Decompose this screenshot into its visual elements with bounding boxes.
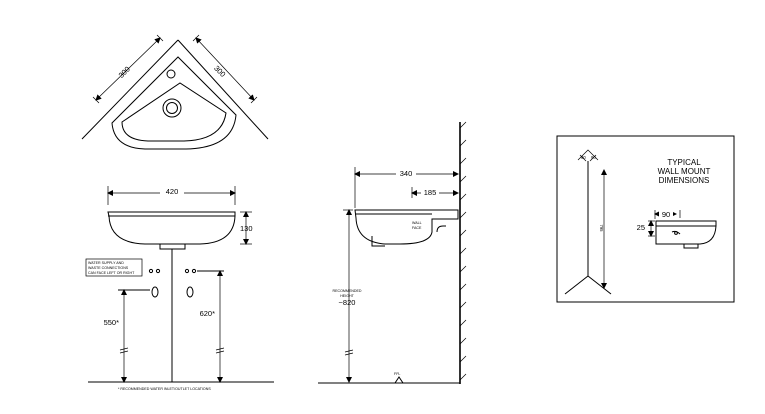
break-mark — [344, 349, 354, 353]
dim-tick — [192, 34, 200, 42]
wall-face-line-1: WALL — [412, 221, 422, 225]
detail-title-line-3: DIMENSIONS — [659, 176, 710, 185]
waste-hole-left — [151, 286, 159, 298]
basin-side-outline — [354, 209, 459, 245]
supply-height-label: 550* — [104, 318, 120, 327]
wall-face-line-2: FACE — [412, 226, 422, 230]
dim-line-left — [95, 37, 161, 101]
wall-mount-detail: 90 90 795 TYPICAL WALL MOUNT DIMENSIONS … — [556, 135, 735, 303]
supply-note-line-2: WASTE CONNECTIONS — [88, 266, 129, 270]
dim-tick — [250, 96, 258, 104]
recommended-height-value: ~820 — [339, 298, 356, 307]
height-label: 795 — [599, 225, 604, 233]
dim-line-right — [195, 37, 255, 101]
drain-inner — [166, 102, 178, 114]
front-view: 420 130 WATER SUPPLY AND WASTE CONNECTIO… — [85, 186, 274, 391]
depth-label: 25 — [637, 223, 645, 232]
basin-front-outline — [107, 211, 236, 245]
waste-outlet — [683, 244, 699, 249]
supply-hole-left-a — [148, 268, 154, 274]
label-bg — [659, 209, 673, 218]
recommended-height-line-1: RECOMMENDED — [333, 289, 362, 293]
label-bg — [160, 186, 184, 196]
waste-height-label: 620* — [200, 309, 216, 318]
dim-tick — [156, 34, 164, 42]
recommended-height-line-2: HEIGHT — [340, 294, 354, 298]
wall-line-right — [177, 39, 269, 140]
break-mark — [119, 347, 129, 351]
dim-right-label: 300 — [212, 64, 227, 79]
tap-hole — [166, 69, 176, 79]
depth-label: 340 — [400, 169, 413, 178]
label-bg — [396, 168, 416, 178]
supply-hole-left-b — [155, 268, 161, 274]
supply-hole-right-a — [184, 268, 190, 274]
detail-frame — [556, 135, 735, 303]
top-view: 300 300 — [81, 34, 269, 150]
break-mark — [215, 347, 225, 351]
wall-hatch — [459, 121, 467, 381]
angle-left-label: 90 — [581, 155, 586, 160]
basin-plan-outline — [111, 56, 237, 150]
basin-detail-outline — [655, 220, 717, 245]
angle-tick — [579, 154, 587, 162]
height-label: 130 — [240, 224, 253, 233]
angle-right-label: 90 — [591, 155, 596, 160]
footnote: * RECOMMENDED WATER INLET/OUTLET LOCATIO… — [118, 387, 211, 391]
break-mark — [119, 350, 129, 354]
supply-note-line-1: WATER SUPPLY AND — [88, 261, 124, 265]
corner-wall-right — [587, 275, 612, 295]
break-mark — [215, 350, 225, 354]
ffl-marker — [394, 376, 404, 384]
supply-hole-right-b — [191, 268, 197, 274]
waste-hole-right — [186, 286, 194, 298]
width-label: 420 — [166, 187, 179, 196]
wall-line-left — [81, 39, 179, 140]
waste-outlet — [159, 244, 186, 250]
dim-tick — [92, 96, 100, 104]
waste-outlet — [371, 236, 385, 247]
fixing-point — [674, 231, 678, 235]
offset-label: 90 — [662, 210, 670, 219]
offset-label: 185 — [424, 188, 437, 197]
side-view: FFL 340 185 WALL FACE RECOMMENDED HEIGHT… — [318, 121, 467, 384]
supply-note-box — [85, 258, 143, 277]
corner-wall-left — [564, 275, 589, 295]
detail-title-line-2: WALL MOUNT — [658, 167, 711, 176]
angle-tick — [589, 154, 597, 162]
bracket-hook — [436, 225, 446, 233]
supply-note-line-3: CAN FACE LEFT OR RIGHT — [88, 271, 135, 275]
label-bg — [421, 187, 439, 197]
break-mark — [344, 352, 354, 356]
basin-plan-inner-bowl — [121, 82, 227, 142]
detail-title-line-1: TYPICAL — [667, 158, 701, 167]
ffl-label: FFL — [394, 372, 400, 376]
drain-outer — [162, 98, 182, 118]
